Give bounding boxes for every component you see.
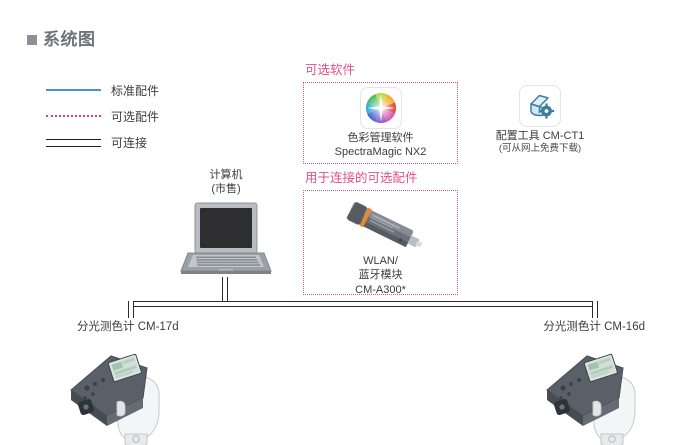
cm-16d-label: 分光测色计 CM-16d [543, 321, 645, 333]
legend-line-double-black-icon [46, 136, 101, 148]
legend-line-dotted-red-icon [46, 110, 101, 122]
legend-line-solid-blue-icon [46, 84, 101, 96]
legend-item-standard-accessory: 标准配件 [46, 78, 226, 102]
node-wlan-module: WLAN/ 蓝牙模块 CM-A300* [303, 196, 458, 297]
cm-17d-label: 分光测色计 CM-17d [77, 321, 179, 333]
square-bullet-icon [27, 34, 37, 45]
group-box-optional-software [303, 82, 458, 164]
group-title-optional-software: 可选软件 [304, 63, 359, 78]
wlan-label-line2: 蓝牙模块 [358, 269, 403, 282]
spectramagic-label-line2: SpectraMagic NX2 [334, 146, 427, 159]
legend-item-optional-accessory: 可选配件 [46, 104, 226, 128]
node-cm-16d: 分光测色计 CM-16d [513, 318, 663, 445]
connector-left-vertical [128, 301, 134, 318]
color-wheel-icon [360, 88, 401, 128]
connector-horizontal-bus [128, 301, 598, 307]
page-title: 系统图 [27, 31, 96, 48]
group-box-connection-accessory [303, 190, 458, 295]
legend-label-standard-accessory: 标准配件 [111, 83, 160, 98]
legend: 标准配件 可选配件 可连接 [46, 78, 226, 156]
cm-ct1-note: (可从网上免费下载) [498, 143, 582, 155]
computer-label-line2: (市售) [211, 183, 241, 196]
cm-ct1-label: 配置工具 CM-CT1 [495, 130, 585, 142]
node-computer: 计算机 (市售) [172, 168, 280, 279]
legend-label-optional-accessory: 可选配件 [111, 109, 160, 124]
group-title-connection-accessory: 用于连接的可选配件 [304, 171, 421, 186]
node-cm-ct1: 配置工具 CM-CT1 (可从网上免费下载) [472, 86, 608, 156]
node-cm-17d: 分光测色计 CM-17d [55, 318, 205, 445]
legend-item-connectable: 可连接 [46, 130, 226, 154]
connector-laptop-vertical [222, 277, 228, 307]
device-gear-icon [520, 86, 560, 126]
spectramagic-label-line1: 色彩管理软件 [347, 132, 414, 144]
node-spectramagic-nx2: 色彩管理软件 SpectraMagic NX2 [303, 88, 458, 160]
connector-right-vertical [592, 301, 598, 318]
wlan-module-icon [303, 196, 458, 254]
laptop-icon [172, 201, 280, 279]
spectrophotometer-icon [55, 338, 205, 445]
computer-label-line1: 计算机 [209, 169, 243, 181]
wlan-label-line3: CM-A300* [355, 283, 406, 296]
wlan-label-line1: WLAN/ [363, 255, 398, 267]
spectrophotometer-icon [513, 338, 663, 445]
page-title-text: 系统图 [43, 30, 96, 49]
legend-label-connectable: 可连接 [111, 135, 148, 150]
